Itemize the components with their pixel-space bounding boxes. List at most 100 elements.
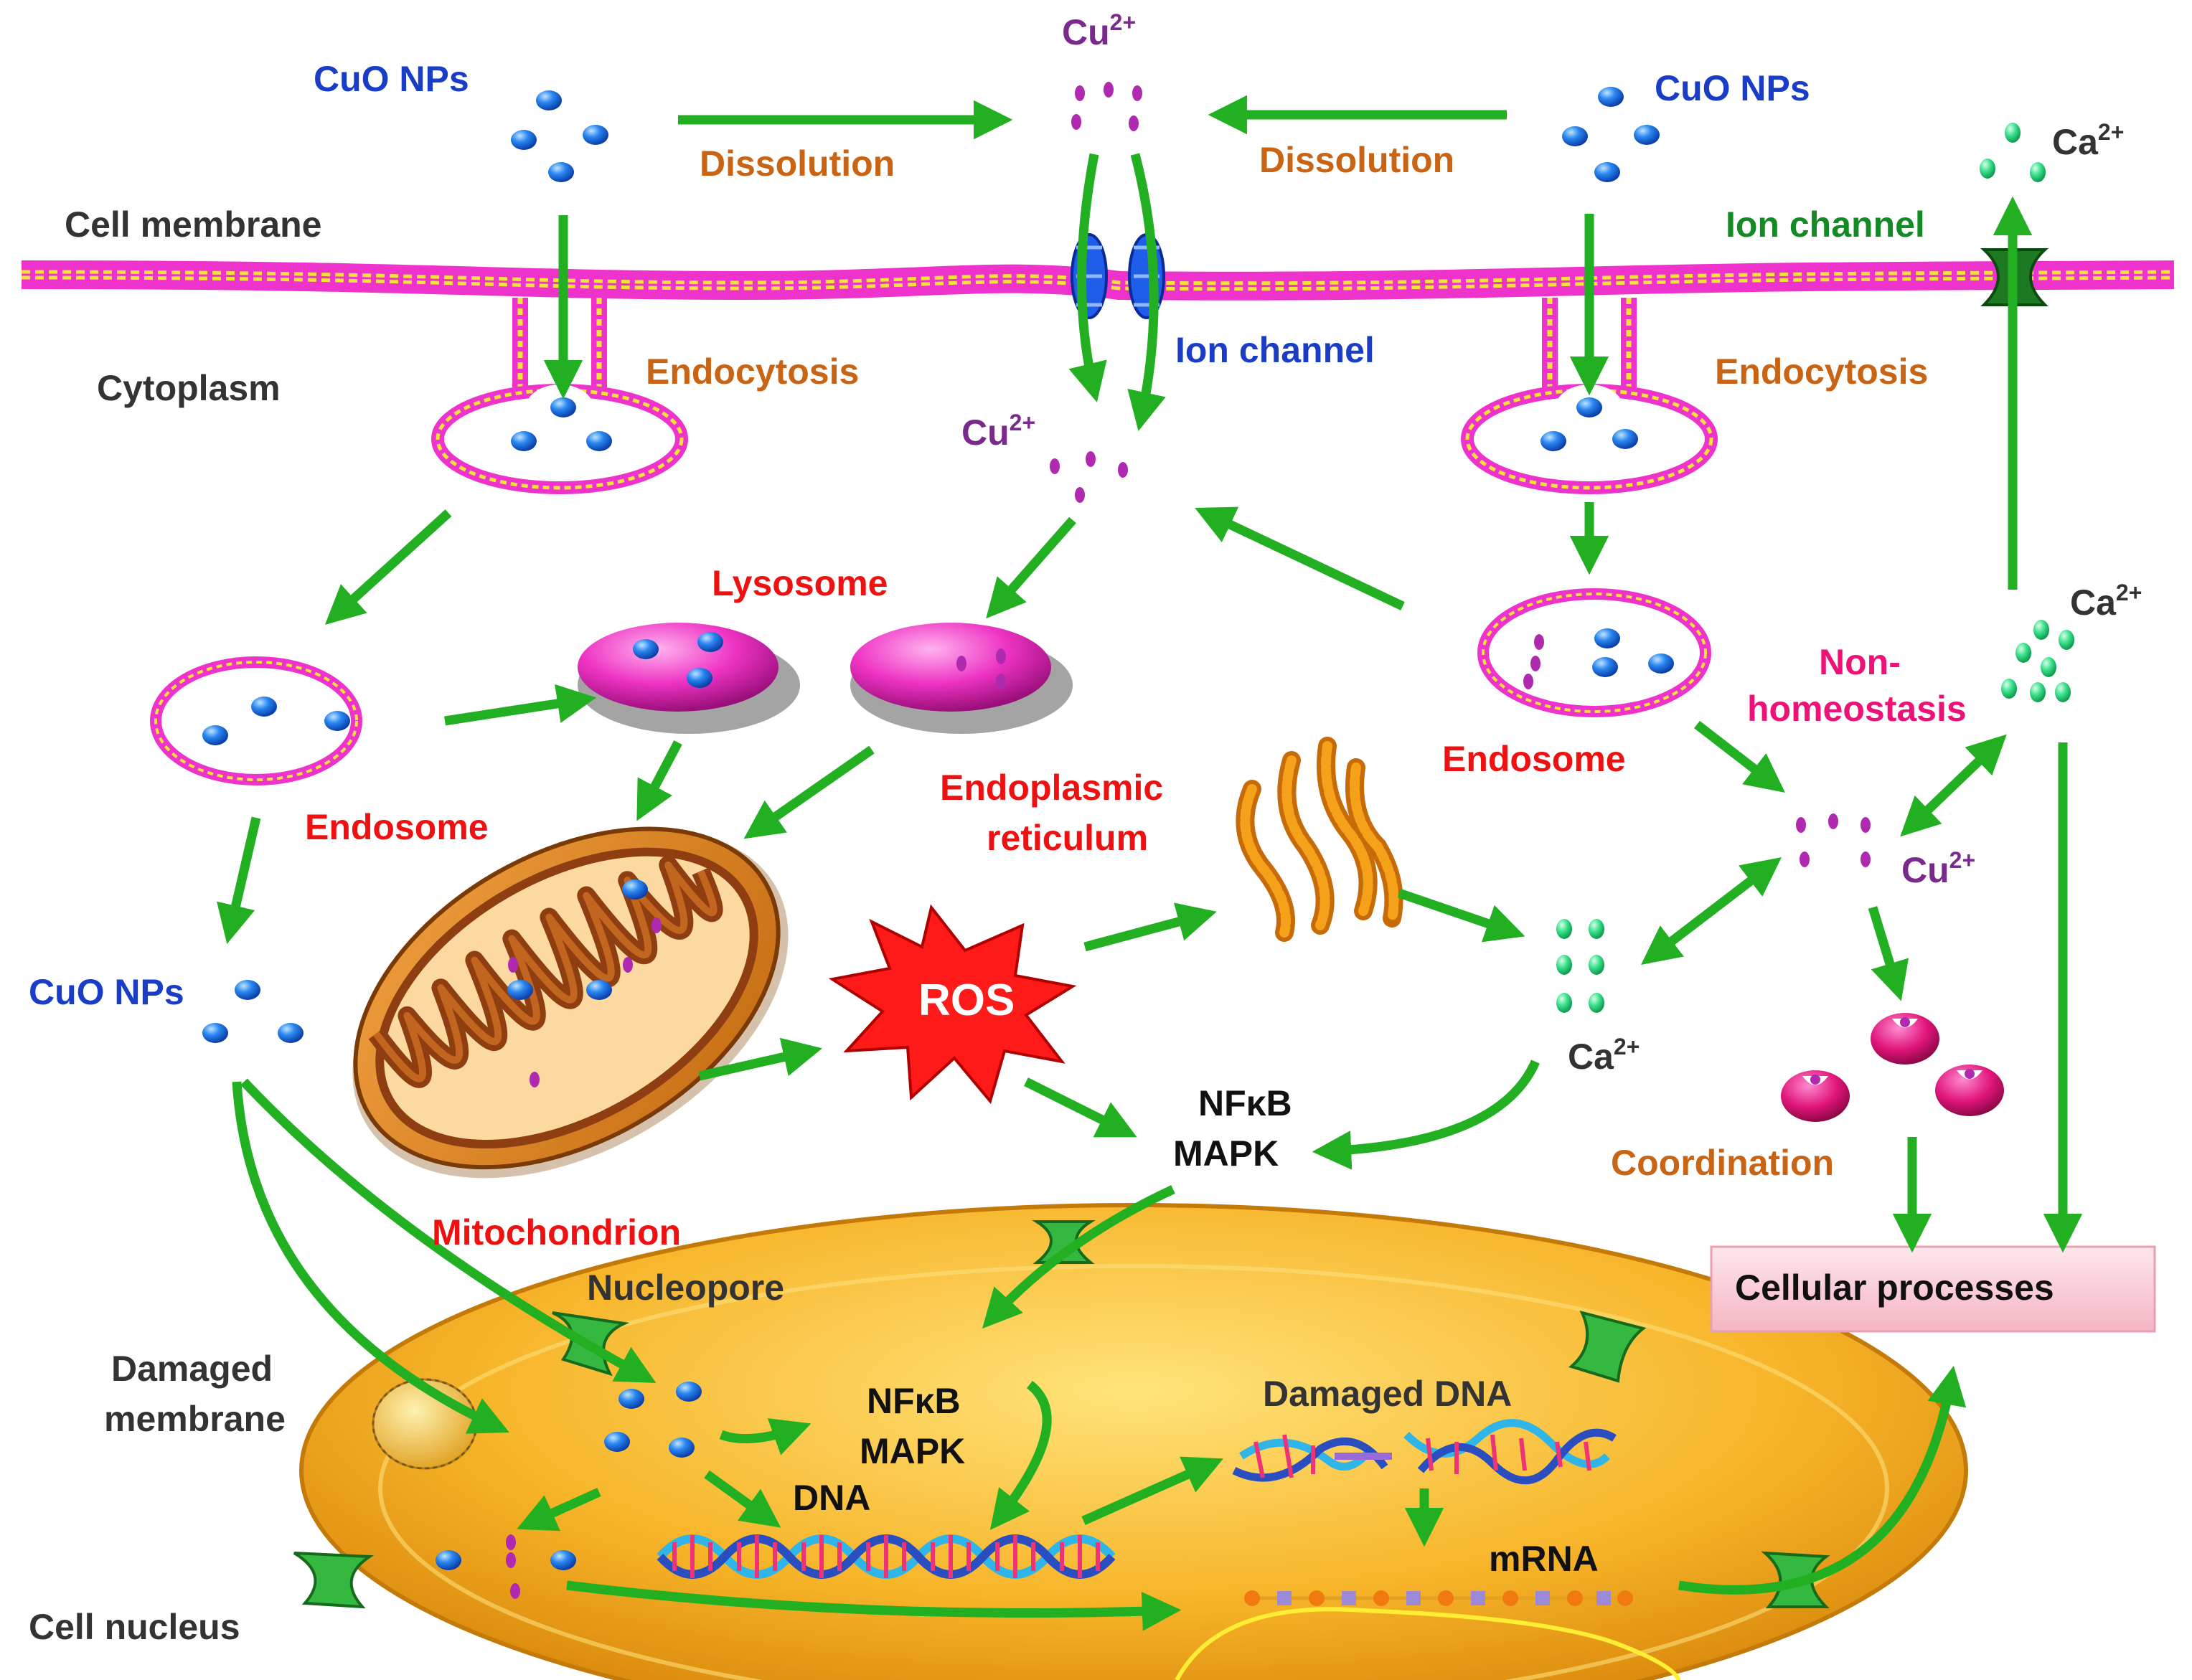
ca-ion <box>2059 630 2074 650</box>
cuo-nanoparticle <box>604 1432 630 1452</box>
lysosome-left <box>578 623 800 734</box>
arrow-nfkb-to-nucleus <box>982 1185 1175 1329</box>
arrow-lysosome-to-mito-1 <box>636 740 682 821</box>
cuo-nanoparticle <box>1540 431 1566 451</box>
ca-ion <box>2001 679 2017 699</box>
mitochondrion <box>352 826 789 1179</box>
cellular-processes-label: Cellular processes <box>1735 1268 2054 1308</box>
cu-ion <box>530 1072 540 1087</box>
cuo-nanoparticle <box>1594 162 1620 182</box>
arrow-endosome-to-cu <box>1195 506 1405 610</box>
cuo-nanoparticle <box>550 1550 576 1570</box>
non-homeostasis-label-line1: Non- <box>1819 642 1901 682</box>
ros-label: ROS <box>918 976 1015 1025</box>
nfkb-label-cytoplasm: NFκB <box>1198 1083 1292 1123</box>
arrow-lysosome-to-mito-2 <box>743 745 875 839</box>
dissolution-label-right: Dissolution <box>1259 140 1454 180</box>
ros-burst-icon <box>828 904 1077 1105</box>
arrow-vesicle-to-endosome <box>324 509 452 625</box>
cuo-nanoparticle <box>1576 397 1602 417</box>
cuo-nanoparticle <box>251 697 277 717</box>
cuo-nanoparticle <box>669 1438 695 1458</box>
ca-label-top-right: Ca2+ <box>2052 119 2124 162</box>
damaged-dna-helix <box>1232 1419 1617 1485</box>
cu-ion <box>510 1583 520 1599</box>
cuo-nanoparticle <box>1598 87 1624 107</box>
cu-ion <box>1530 656 1540 671</box>
ca-label-right-mid: Ca2+ <box>2070 580 2142 623</box>
cuo-nanoparticle <box>202 725 228 745</box>
cuo-nanoparticle <box>550 397 576 417</box>
cuo-nanoparticle <box>687 668 712 688</box>
arrow-ros-to-nfkb <box>1024 1077 1137 1138</box>
cu-ion <box>1075 85 1085 101</box>
mapk-label-cytoplasm: MAPK <box>1173 1133 1279 1174</box>
cuo-nanoparticle <box>1592 657 1618 677</box>
ca-ion <box>1556 955 1572 975</box>
cu-ion <box>1132 85 1142 101</box>
cell-membrane-label: Cell membrane <box>65 204 321 245</box>
arrow-endosome-to-cuo <box>217 816 261 944</box>
cuo-nanoparticle <box>583 125 608 145</box>
endosome-label-right: Endosome <box>1442 739 1626 779</box>
cu-ion <box>956 656 966 671</box>
cu-ion <box>1050 458 1060 474</box>
ca-ion <box>1589 955 1604 975</box>
ca-ion <box>1980 159 1995 179</box>
arrow-cu-channel-1 <box>1068 153 1107 402</box>
cu-ion <box>1118 462 1128 478</box>
arrow-ca-cu <box>1640 857 1782 965</box>
cuo-nps-label-top-left: CuO NPs <box>314 59 469 99</box>
arrow-mito-to-ros <box>698 1037 822 1081</box>
cuo-nanoparticle <box>586 980 612 1000</box>
arrow-cu-ca-right <box>1900 734 2007 837</box>
lysosome-right <box>850 623 1073 734</box>
lysosome-label: Lysosome <box>712 563 888 603</box>
ca-ion <box>1556 919 1572 939</box>
pathway-arrows <box>217 95 2083 1631</box>
endosome-right <box>1477 588 1711 717</box>
cuo-nanoparticle <box>507 980 533 1000</box>
cu-label-top: Cu2+ <box>1062 9 1136 52</box>
cu-ion <box>652 917 662 933</box>
cuo-nanoparticle <box>1594 628 1620 648</box>
cu-ion <box>1071 114 1081 130</box>
cu-label-right: Cu2+ <box>1901 847 1975 890</box>
cuo-nanoparticle <box>622 879 648 900</box>
cu-ion <box>1104 82 1114 98</box>
arrow-np-to-dna <box>704 1470 781 1528</box>
cuo-nps-label-top-right: CuO NPs <box>1655 68 1810 108</box>
cu-ion <box>506 1534 516 1550</box>
mitochondrion-label: Mitochondrion <box>432 1212 681 1252</box>
arrow-cu-to-lysosome <box>986 516 1076 619</box>
cellular-processes-box <box>1710 1245 2156 1333</box>
ca-ion <box>2055 682 2071 702</box>
cuo-nanoparticle <box>436 1550 461 1570</box>
endosome-label-left: Endosome <box>305 807 489 847</box>
cuo-nanoparticle <box>633 639 659 659</box>
arrow-nucleus-to-processes <box>1678 1365 1967 1595</box>
arrow-endosome-to-lysosome <box>444 684 597 726</box>
cu-ion <box>996 648 1006 664</box>
cuo-nanoparticles <box>202 87 1674 1570</box>
cu-label-below-channel: Cu2+ <box>961 410 1035 453</box>
arrow-cuo-to-nucleus-1 <box>232 1081 509 1434</box>
nfkb-label-nucleus: NFκB <box>867 1381 961 1421</box>
mrna-label: mRNA <box>1489 1539 1599 1579</box>
endocytosis-label-left: Endocytosis <box>646 351 859 392</box>
cu-ion <box>996 674 1006 689</box>
non-homeostasis-label-line2: homeostasis <box>1747 689 1967 729</box>
cuo-nanoparticle <box>511 130 537 150</box>
cu-ion <box>1129 115 1139 131</box>
ion-channel-label-right: Ion channel <box>1726 204 1925 245</box>
ca-ion <box>2030 682 2046 702</box>
cytoplasm-label: Cytoplasm <box>97 368 281 408</box>
cuo-nanoparticle <box>586 431 612 451</box>
arrow-nfkb-to-dna <box>989 1380 1052 1530</box>
coordination-label: Coordination <box>1611 1143 1834 1183</box>
ca-ion <box>2041 657 2056 677</box>
arrow-np-to-cu <box>517 1488 601 1532</box>
damaged-membrane-label-line2: membrane <box>104 1399 286 1439</box>
arrow-np-to-nfkb <box>719 1418 812 1455</box>
